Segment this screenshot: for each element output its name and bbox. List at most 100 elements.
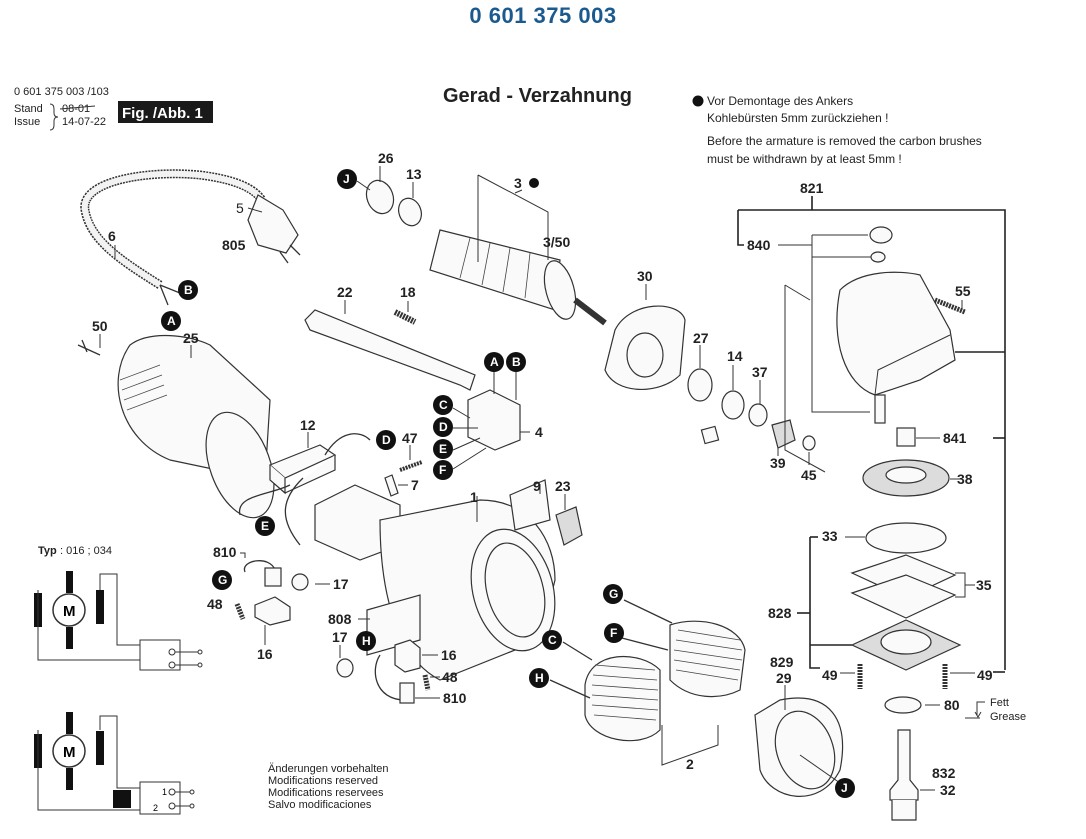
svg-text:E: E — [439, 442, 447, 456]
svg-text:D: D — [439, 420, 448, 434]
issue-label: Issue — [14, 116, 40, 128]
connector-badge-E — [433, 439, 453, 459]
part-label-26: 26 — [378, 150, 394, 166]
wiring-diagram-2: M 1 2 — [34, 712, 195, 815]
motor-symbol — [52, 593, 86, 627]
brush-810-wire — [243, 560, 276, 573]
svg-text:M: M — [63, 603, 76, 620]
part-label-49a: 49 — [822, 667, 838, 683]
connector-badge-C — [433, 395, 453, 415]
cord-wires — [159, 284, 181, 306]
part-label-48b: 48 — [442, 669, 458, 685]
washer-37 — [748, 403, 768, 427]
screw-50 — [77, 339, 101, 356]
part-label-32: 32 — [940, 782, 956, 798]
note-bullet-icon — [529, 178, 539, 188]
connector-badge-G — [212, 570, 232, 590]
part-label-841: 841 — [943, 430, 967, 446]
spring-17b — [336, 658, 354, 678]
svg-text:G: G — [609, 587, 618, 601]
pinion-39 — [771, 419, 796, 449]
switch-4: A B C D E F 4 — [433, 352, 543, 480]
figure-badge — [118, 101, 213, 123]
type-label: Typ — [38, 545, 57, 557]
bearing-26 — [365, 179, 395, 215]
svg-text:2: 2 — [153, 803, 158, 813]
svg-text:F: F — [610, 626, 617, 640]
part-label-4: 4 — [535, 424, 543, 440]
flange-group-828: 33 35 828 49 49 80 Fett Grease 832 32 — [768, 522, 1026, 821]
part-label-27: 27 — [693, 330, 709, 346]
armature-fan — [543, 260, 577, 320]
spring-17 — [291, 573, 309, 591]
svg-text:J: J — [343, 172, 350, 186]
svg-text:A: A — [167, 314, 176, 328]
grease-label-de: Fett — [990, 697, 1009, 709]
part-label-821: 821 — [800, 180, 824, 196]
svg-text:G: G — [218, 573, 227, 587]
brush-holder-left: 17 16 48 810 G — [207, 544, 349, 662]
connector-badge-E-cable — [255, 516, 275, 536]
connector-badge-H — [356, 631, 376, 651]
connector-badge-J-guard — [835, 778, 855, 798]
part-label-810a: 810 — [213, 544, 237, 560]
svg-text:D: D — [382, 433, 391, 447]
switch-cap-23 — [555, 506, 583, 546]
gear-housing — [836, 271, 956, 396]
connector-badge-B-cord — [178, 280, 198, 300]
part-label-828: 828 — [768, 605, 792, 621]
guard-29: 829 29 J — [754, 654, 855, 798]
switch-symbol — [139, 639, 181, 671]
connector-badge-C-coil — [542, 630, 562, 650]
bearing-14 — [721, 390, 745, 420]
gear-head-group: 821 840 55 841 38 — [737, 180, 1006, 670]
suppressor-12: 12 D E 47 7 — [239, 417, 423, 546]
part-label-1: 1 — [470, 489, 478, 505]
spring-840 — [870, 251, 886, 263]
lock-pin — [874, 394, 886, 424]
clip-7 — [384, 474, 399, 497]
part-label-832: 832 — [932, 765, 956, 781]
part-label-7: 7 — [411, 477, 419, 493]
holder-16b — [394, 639, 421, 673]
part-label-39: 39 — [770, 455, 786, 471]
part-label-29: 29 — [776, 670, 792, 686]
note-en-line2: must be withdrawn by at least 5mm ! — [707, 152, 902, 166]
type-values: : 016 ; 034 — [60, 545, 112, 557]
bearing-13 — [398, 197, 422, 227]
part-label-37: 37 — [752, 364, 768, 380]
part-label-810b: 810 — [443, 690, 467, 706]
footer-line-es: Salvo modificaciones — [268, 799, 372, 811]
screw-47 — [399, 460, 423, 472]
part-label-80: 80 — [944, 697, 960, 713]
cord-connectors: B A — [161, 280, 198, 331]
disassembly-note: Vor Demontage des Ankers Kohlebürsten 5m… — [692, 94, 982, 166]
strikethrough — [59, 105, 96, 110]
part-label-3: 3 — [514, 175, 522, 191]
motor-housing-1: 1 9 23 — [314, 478, 583, 681]
motor-symbol — [52, 734, 86, 768]
doc-reference: 0 601 375 003 /103 — [14, 86, 109, 98]
bearing-flange-group: 30 27 14 37 39 45 — [604, 268, 817, 483]
bracket-828 — [809, 537, 820, 669]
connector-badge-H-coil — [529, 668, 549, 688]
screw-48 — [234, 603, 246, 620]
plug-pin — [279, 251, 289, 264]
svg-text:E: E — [261, 519, 269, 533]
part-label-14: 14 — [727, 348, 743, 364]
armature-assembly: J 26 13 3 3/50 — [337, 150, 607, 326]
part-label-49b: 49 — [977, 667, 993, 683]
power-cord-assembly: 6 5 805 — [80, 169, 301, 306]
holder-16 — [254, 596, 291, 626]
screw-48b — [422, 674, 431, 691]
issue-date: 14-07-22 — [62, 116, 106, 128]
part-label-5: 5 — [236, 200, 244, 216]
svg-text:M: M — [63, 744, 76, 761]
part-label-12: 12 — [300, 417, 316, 433]
part-label-805: 805 — [222, 237, 246, 253]
connector-badge-D — [433, 417, 453, 437]
coil-bracket — [661, 725, 719, 766]
part-label-808: 808 — [328, 611, 352, 627]
part-label-2: 2 — [686, 756, 694, 772]
